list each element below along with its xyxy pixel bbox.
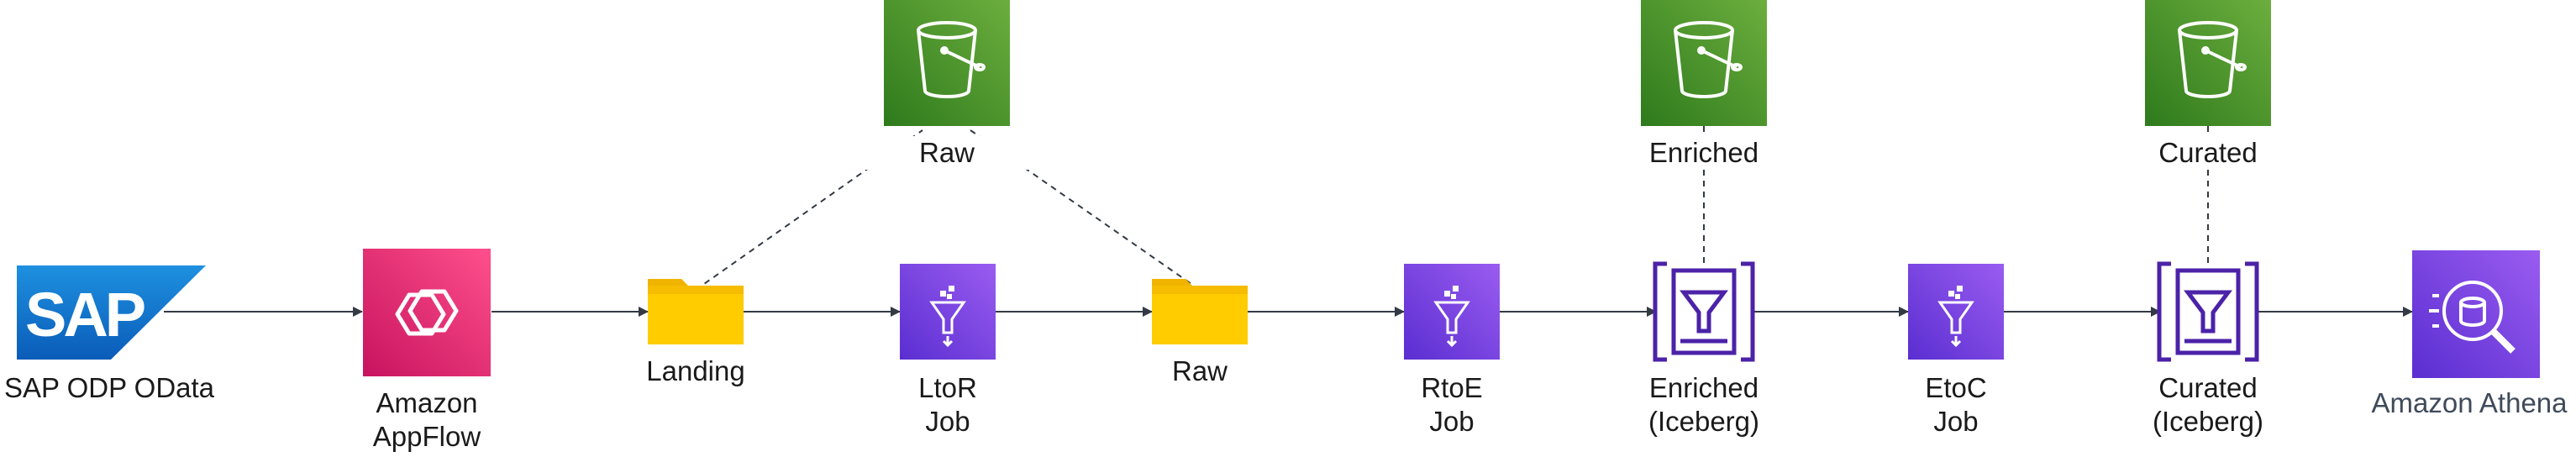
athena-icon: [2412, 250, 2540, 378]
glue-job-icon: [900, 264, 996, 360]
label-amazon-athena: Amazon Athena: [2371, 387, 2568, 418]
s3-bucket-icon: [884, 0, 1010, 126]
label-enriched-iceberg: Enriched (Iceberg): [1648, 372, 1760, 437]
sap-logo-text: SAP: [25, 280, 145, 349]
label-enriched-bucket: Enriched: [1620, 136, 1788, 170]
label-rtoe-job: RtoE Job: [1421, 372, 1483, 437]
appflow-icon: [363, 249, 491, 376]
registered-mark: ®: [147, 344, 160, 360]
s3-bucket-icon: [2145, 0, 2271, 126]
label-amazon-appflow: Amazon AppFlow: [372, 387, 481, 452]
s3-bucket-icon: [1641, 0, 1767, 126]
data-catalog-table-icon: [2157, 261, 2259, 362]
label-ltor-job: LtoR Job: [918, 372, 977, 437]
label-curated-iceberg: Curated (Iceberg): [2152, 372, 2264, 437]
label-etoc-job: EtoC Job: [1925, 372, 1987, 437]
glue-job-icon: [1404, 264, 1500, 360]
label-landing: Landing: [646, 355, 745, 386]
label-curated-bucket: Curated: [2124, 136, 2292, 170]
data-catalog-table-icon: [1653, 261, 1755, 362]
label-raw-bucket: Raw: [863, 136, 1031, 170]
folder-icon: [1152, 279, 1248, 344]
folder-icon: [648, 279, 744, 344]
glue-job-icon: [1908, 264, 2004, 360]
label-raw-folder: Raw: [1171, 355, 1228, 386]
label-sap-odp-odata: SAP ODP OData: [3, 372, 215, 403]
sap-logo: SAP ®: [17, 265, 206, 360]
